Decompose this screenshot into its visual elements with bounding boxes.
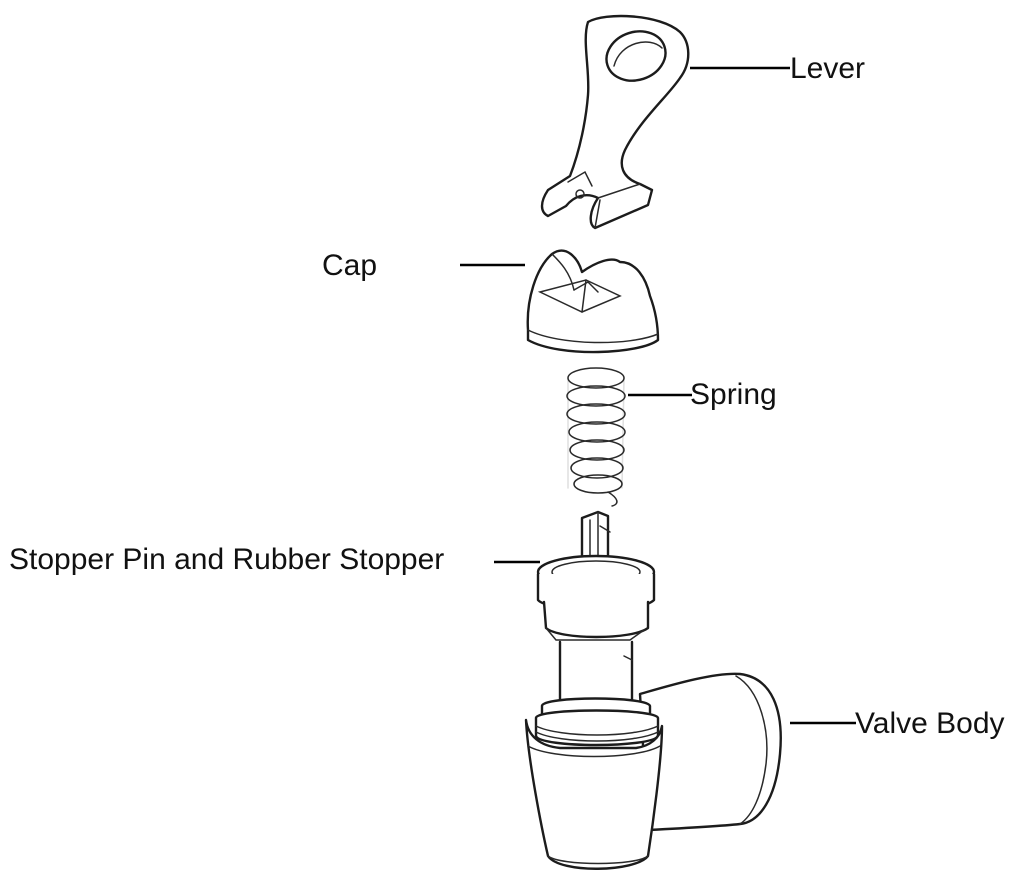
stopper-label: Stopper Pin and Rubber Stopper (9, 543, 445, 576)
spring-part (566, 367, 626, 507)
lever-part (540, 14, 690, 230)
lever-label: Lever (790, 52, 866, 85)
spring-label: Spring (690, 378, 777, 411)
valve-body-part (524, 640, 782, 870)
valve-body-label: Valve Body (855, 707, 1005, 740)
stopper-part (536, 510, 656, 641)
cap-label: Cap (322, 249, 378, 282)
cap-part (526, 249, 660, 354)
